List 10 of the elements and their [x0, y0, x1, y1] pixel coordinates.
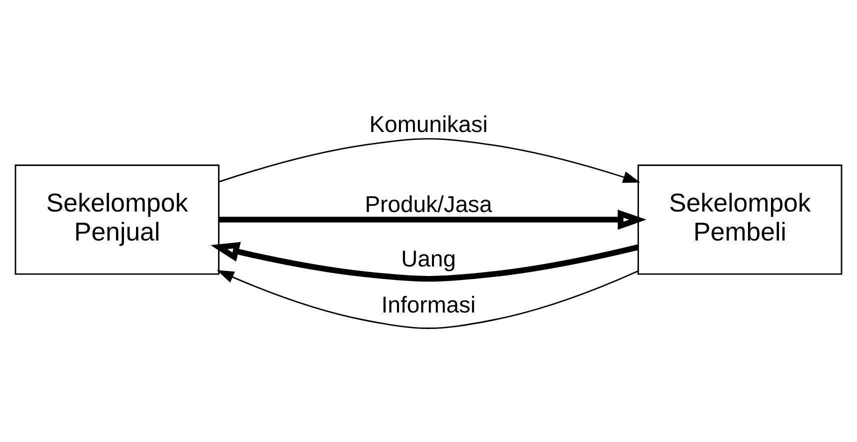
edge-label: Produk/Jasa — [364, 191, 492, 218]
edge-label: Komunikasi — [369, 111, 488, 138]
edge-label: Uang — [401, 246, 456, 272]
arrow — [218, 138, 640, 183]
arrow — [216, 270, 638, 329]
edge-label: Informasi — [381, 291, 476, 318]
node-box: Sekelompok Pembeli — [638, 164, 842, 275]
arrow — [218, 210, 646, 230]
node-box: Sekelompok Penjual — [14, 164, 220, 275]
arrow — [210, 242, 639, 282]
